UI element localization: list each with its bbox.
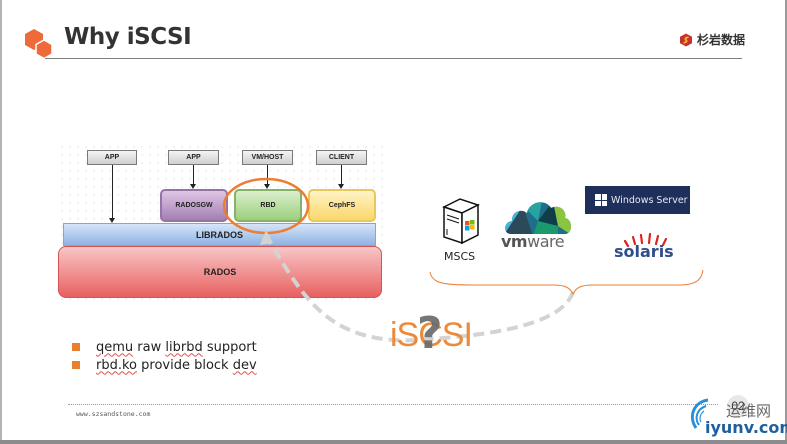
vmware-prefix: vm [501,232,528,251]
connector-line [193,165,194,184]
footer-url: www.szsandstone.com [76,410,151,418]
brand-logo: 杉岩数据 [679,31,745,48]
rados-layer: RADOS [58,246,382,298]
slide-title: Why iSCSI [64,24,192,50]
server-windows-icon [442,198,480,245]
connector-line [341,165,342,184]
client-box-app-2: APP [168,150,219,165]
bullet-text-segment: support [202,339,257,355]
connector-line [267,165,268,184]
solaris-wordmark: solaris [614,242,674,261]
bullet-text: qemu raw librbd support [96,340,257,355]
client-box-app-1: APP [87,150,137,165]
brand-mark-icon [680,33,692,46]
vmware-suffix: ware [527,232,565,251]
service-box-rbd: RBD [234,189,302,222]
bullet-marker-icon [72,361,80,369]
bullet-item: qemu raw librbd support [72,338,257,356]
watermark-swoosh-icon [691,398,709,429]
windows-server-logo: Windows Server [585,186,690,214]
bullet-text-segment: raw [133,339,166,355]
bullet-list: qemu raw librbd support rbd.ko provide b… [72,338,257,374]
client-box-vm-host: VM/HOST [242,150,293,165]
vmware-cloud-icon [505,202,571,234]
question-mark-icon: ? [417,308,443,359]
spellcheck-word: qemu [96,339,134,355]
arrow-down-icon [338,184,344,189]
page-number: 02 [727,395,749,417]
footer-divider [68,404,718,405]
slide-right-border [785,0,787,444]
windows-logo-icon [595,194,607,206]
bullet-item: rbd.ko provide block dev [72,356,257,374]
watermark-text: 运维网 [726,402,772,420]
slide-bottom-border [0,440,787,444]
client-box-client: CLIENT [316,150,367,165]
bullet-marker-icon [72,343,80,351]
service-box-radosgw: RADOSGW [160,189,228,222]
arrow-down-icon [109,218,115,223]
watermark-url: iyunv.com [705,418,787,437]
librados-layer: LIBRADOS [63,223,376,246]
slide-left-border [0,0,2,444]
title-divider [45,58,742,59]
hexagon-logo-icon [25,29,53,60]
mscs-label: MSCS [444,250,476,263]
service-box-cephfs: CephFS [308,189,376,222]
platforms-brace [429,269,704,296]
spellcheck-word: rbd.ko [96,357,137,373]
bullet-text: rbd.ko provide block dev [96,358,257,373]
connector-line [112,165,113,219]
brand-name: 杉岩数据 [697,33,746,47]
vmware-wordmark: vmware [501,232,565,251]
arrow-down-icon [190,184,196,189]
iscsi-label: iSCSI [390,316,473,354]
spellcheck-word: librbd [165,339,203,355]
windows-server-label: Windows Server [611,194,688,206]
bullet-text-segment: provide block [137,357,233,373]
spellcheck-word: dev [232,357,257,373]
solaris-sun-icon [623,232,668,248]
